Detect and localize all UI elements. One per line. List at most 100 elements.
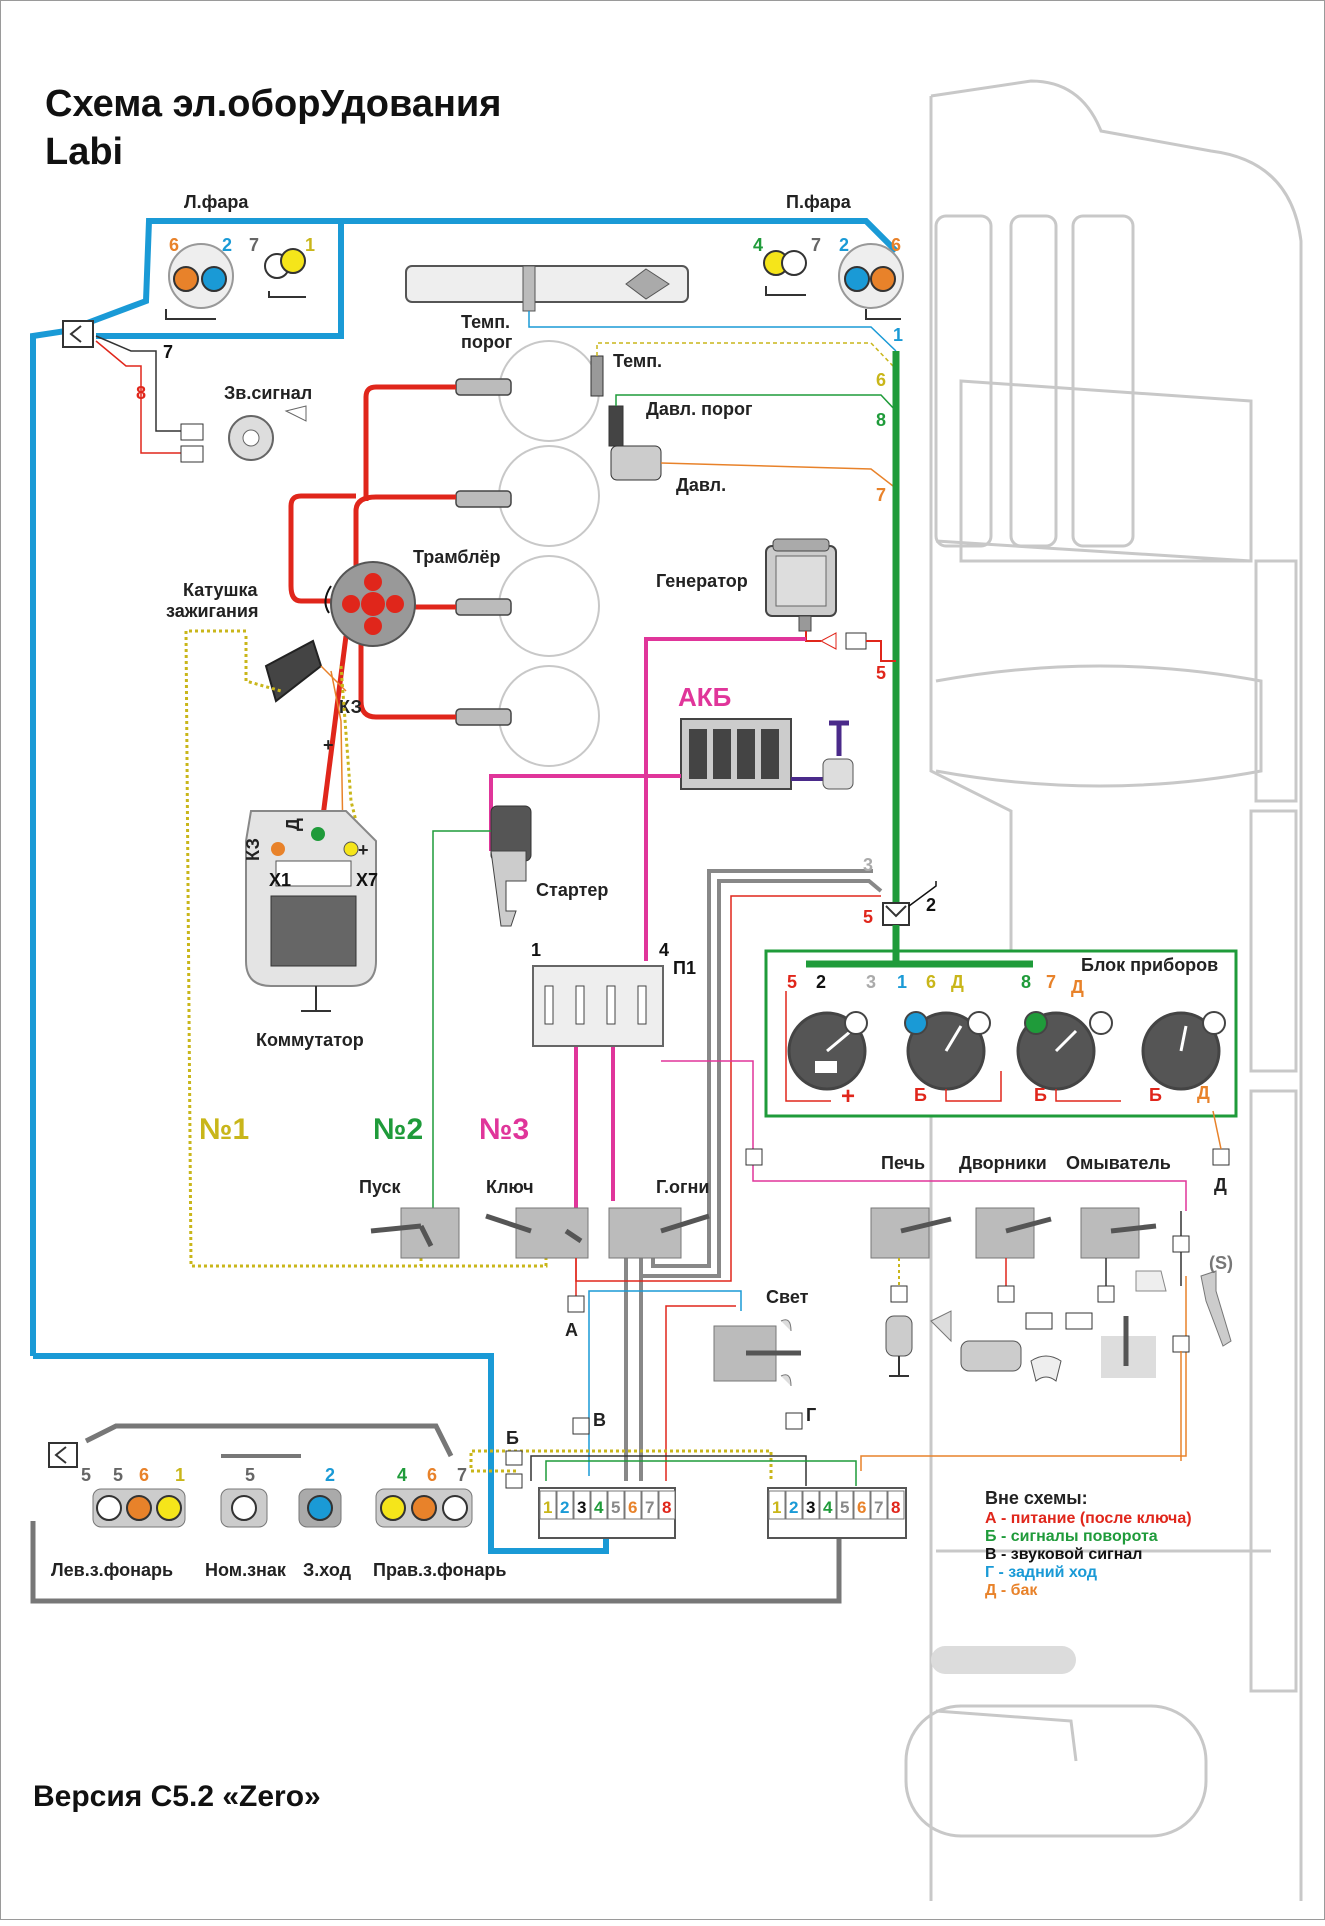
ib-wire-1: 1 bbox=[897, 972, 907, 992]
rt-wire-6: 6 bbox=[427, 1465, 437, 1485]
switch-washer[interactable]: Омыватель bbox=[1066, 1153, 1171, 1259]
commutator: X1 X7 КЗ Д + Коммутатор bbox=[243, 810, 378, 1050]
pin-number: 3 bbox=[577, 1498, 586, 1517]
p1-label: П1 bbox=[673, 958, 696, 978]
plus-label-2: + bbox=[358, 840, 369, 860]
pin-cell bbox=[853, 1490, 871, 1520]
lhl-wire-1: 1 bbox=[305, 235, 315, 255]
switch-heater-label: Печь bbox=[881, 1153, 925, 1173]
rear-left-connector bbox=[48, 1442, 78, 1468]
ib-wire-8: 8 bbox=[1021, 972, 1031, 992]
pin-cell bbox=[819, 1490, 837, 1520]
rhl-wire-6: 6 bbox=[891, 235, 901, 255]
pin-number: 7 bbox=[874, 1498, 883, 1517]
junction-wire-3: 3 bbox=[863, 855, 873, 875]
left-tail-label: Лев.з.фонарь bbox=[51, 1560, 173, 1580]
loads: (S) bbox=[885, 1211, 1233, 1461]
rhl-wire-7: 7 bbox=[811, 235, 821, 255]
pin-cell bbox=[641, 1490, 659, 1520]
switch-key[interactable]: Ключ bbox=[485, 1177, 589, 1259]
switch-s-label: (S) bbox=[1209, 1253, 1233, 1273]
pin-cell bbox=[590, 1490, 608, 1520]
commutator-label: Коммутатор bbox=[256, 1030, 364, 1050]
gauge3-b: Б bbox=[1034, 1085, 1047, 1105]
rhl-wire-2: 2 bbox=[839, 235, 849, 255]
switch-side-lights[interactable]: Г.огни bbox=[608, 1177, 710, 1259]
ib-wire-5: 5 bbox=[787, 972, 797, 992]
title-line-1: Схема эл.оборУдования bbox=[45, 83, 501, 125]
battery-label: АКБ bbox=[678, 682, 731, 712]
switch-heater[interactable]: Печь bbox=[870, 1153, 952, 1259]
rhl-wire-4: 4 bbox=[753, 235, 763, 255]
switch-wipers[interactable]: Дворники bbox=[959, 1153, 1052, 1259]
pin-number: 4 bbox=[594, 1498, 604, 1517]
junction-wire-2: 2 bbox=[926, 895, 936, 915]
right-headlight: П.фара 4 7 2 6 bbox=[753, 192, 904, 320]
starter: Стартер bbox=[432, 805, 608, 1231]
ignition-coil: Катушка зажигания КЗ + bbox=[166, 580, 362, 842]
switch-light-label: Свет bbox=[766, 1287, 809, 1307]
conn-a-label: А bbox=[565, 1320, 578, 1340]
harness-wire-8: 8 bbox=[876, 410, 886, 430]
horn: 7 8 Зв.сигнал bbox=[95, 335, 312, 463]
pin-number: 8 bbox=[891, 1498, 900, 1517]
plate-wire-5: 5 bbox=[245, 1465, 255, 1485]
rt-wire-7: 7 bbox=[457, 1465, 467, 1485]
lhl-wire-6: 6 bbox=[169, 235, 179, 255]
fuse-4-label: 4 bbox=[659, 940, 669, 960]
left-headlight: Л.фара 6 2 7 1 bbox=[165, 192, 315, 320]
lt-wire-5b: 5 bbox=[113, 1465, 123, 1485]
legend: Вне схемы: А - питание (после ключа)Б - … bbox=[985, 1488, 1192, 1599]
temp-threshold-label-2: порог bbox=[461, 332, 513, 352]
instrument-block: Блок приборов 5 2 3 1 6 Д 8 7 Д + Б Б Б … bbox=[764, 925, 1238, 1118]
lt-wire-6: 6 bbox=[139, 1465, 149, 1485]
right-tail-label: Прав.з.фонарь bbox=[373, 1560, 506, 1580]
pin-number: 3 bbox=[806, 1498, 815, 1517]
ib-wire-3: 3 bbox=[866, 972, 876, 992]
pin-number: 4 bbox=[823, 1498, 833, 1517]
switch-start[interactable]: Пуск bbox=[359, 1177, 460, 1259]
starter-label: Стартер bbox=[536, 880, 608, 900]
pin-cell bbox=[887, 1490, 905, 1520]
pin-number: 2 bbox=[789, 1498, 798, 1517]
distributor-label: Трамблёр bbox=[413, 547, 501, 567]
switch-light[interactable]: Свет bbox=[588, 1287, 809, 1476]
left-headlight-label: Л.фара bbox=[184, 192, 249, 212]
conn-b-label: Б bbox=[506, 1428, 519, 1448]
right-headlight-label: П.фара bbox=[786, 192, 852, 212]
label-n2: №2 bbox=[373, 1113, 423, 1146]
pin-cell bbox=[658, 1490, 676, 1520]
legend-item: В - звуковой сигнал bbox=[985, 1546, 1142, 1563]
legend-item: А - питание (после ключа) bbox=[985, 1510, 1192, 1527]
legend-item: Д - бак bbox=[985, 1582, 1038, 1599]
pin-number: 5 bbox=[611, 1498, 620, 1517]
switch-wipers-label: Дворники bbox=[959, 1153, 1047, 1173]
pin-number: 1 bbox=[772, 1498, 781, 1517]
junction-wire-5: 5 bbox=[863, 907, 873, 927]
ib-wire-7: 7 bbox=[1046, 972, 1056, 992]
harness-wire-1: 1 bbox=[893, 325, 903, 345]
pin-number: 6 bbox=[628, 1498, 637, 1517]
legend-item: Б - сигналы поворота bbox=[985, 1528, 1158, 1545]
temp-threshold-label-1: Темп. bbox=[461, 312, 510, 332]
pin-cell bbox=[556, 1490, 574, 1520]
distributor: Трамблёр bbox=[324, 547, 501, 647]
battery: АКБ bbox=[678, 682, 854, 790]
conn-v-label: В bbox=[593, 1410, 606, 1430]
reverse-label: З.ход bbox=[303, 1560, 352, 1580]
pin-number: 8 bbox=[662, 1498, 671, 1517]
press-threshold-label: Давл. порог bbox=[646, 399, 753, 419]
left-harness-connector bbox=[62, 320, 94, 348]
horn-wire-8: 8 bbox=[136, 383, 146, 403]
lt-wire-1: 1 bbox=[175, 1465, 185, 1485]
pin-cell bbox=[539, 1490, 557, 1520]
version-label: Версия С5.2 «Zero» bbox=[33, 1780, 321, 1813]
green-harness: 1 6 8 7 5 bbox=[876, 325, 903, 906]
reverse-wire-2: 2 bbox=[325, 1465, 335, 1485]
fuel-connector: Д bbox=[860, 1110, 1230, 1471]
legend-item: Г - задний ход bbox=[985, 1564, 1097, 1581]
